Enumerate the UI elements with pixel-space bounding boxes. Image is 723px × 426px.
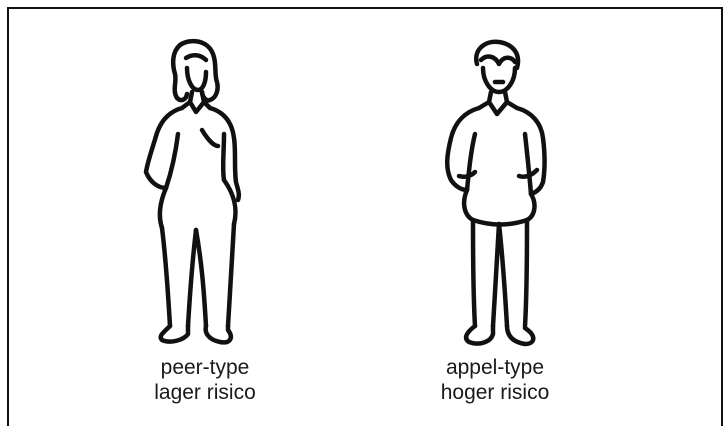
pear-type-risk-label: lager risico: [105, 380, 305, 405]
apple-type-caption: appel-type hoger risico: [395, 355, 595, 405]
pear-type-caption: peer-type lager risico: [105, 355, 305, 405]
apple-type-label: appel-type: [395, 355, 595, 380]
pear-shaped-body-figure-icon: [120, 30, 260, 350]
apple-shaped-body-figure-icon: [425, 30, 565, 350]
apple-type-risk-label: hoger risico: [395, 380, 595, 405]
pear-type-label: peer-type: [105, 355, 305, 380]
